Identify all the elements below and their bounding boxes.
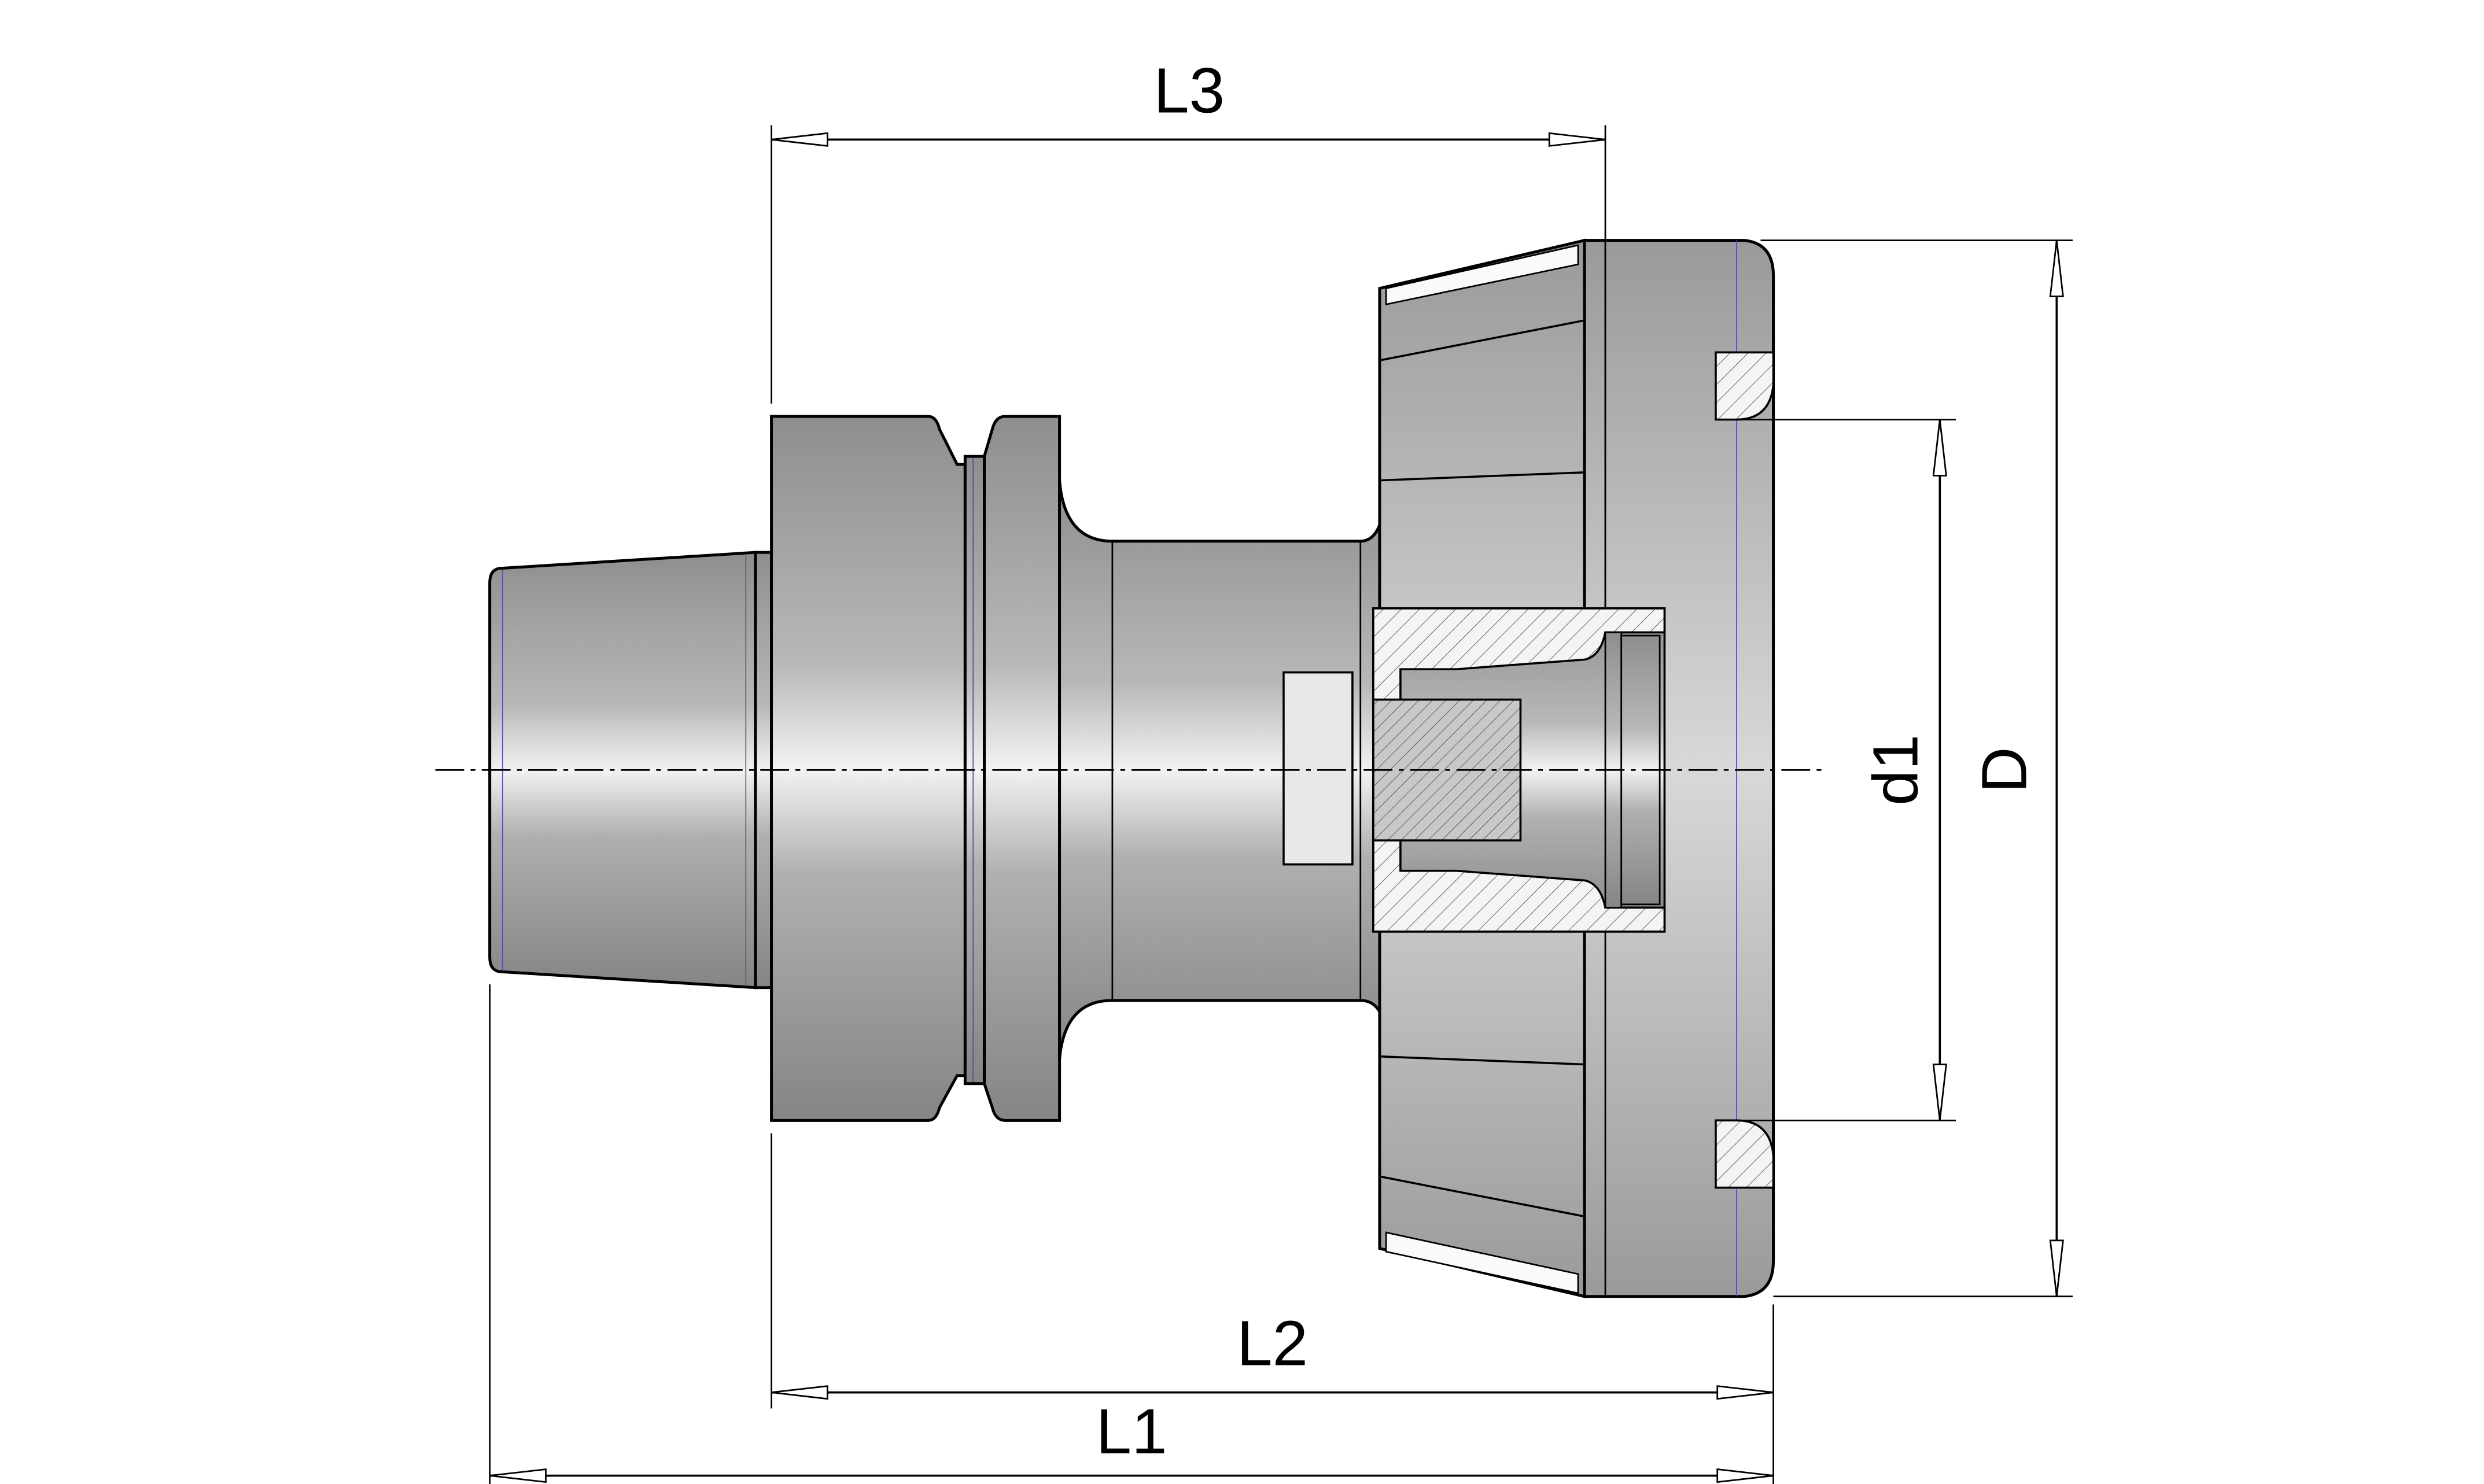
dimension-d1: d1 [1860, 419, 1947, 1121]
dimension-label-l2: L2 [1237, 1308, 1308, 1379]
dimension-l2: L2 [771, 1308, 1774, 1400]
slot-section-top [1715, 351, 1775, 421]
dimension-label-d1: d1 [1860, 734, 1932, 806]
dimension-D: D [1969, 240, 2064, 1297]
dimension-label-D: D [1969, 747, 2040, 793]
slot-section-bottom [1715, 1119, 1775, 1189]
dimension-label-l1: L1 [1096, 1396, 1167, 1467]
extension-lines [489, 125, 2073, 1484]
flange [770, 415, 1062, 1122]
dimension-l1: L1 [489, 1396, 1774, 1483]
nut-hex [1282, 671, 1354, 866]
collet-nut-body [1378, 238, 1775, 1298]
dimension-label-l3: L3 [1153, 55, 1225, 126]
dimension-l3: L3 [771, 55, 1606, 147]
